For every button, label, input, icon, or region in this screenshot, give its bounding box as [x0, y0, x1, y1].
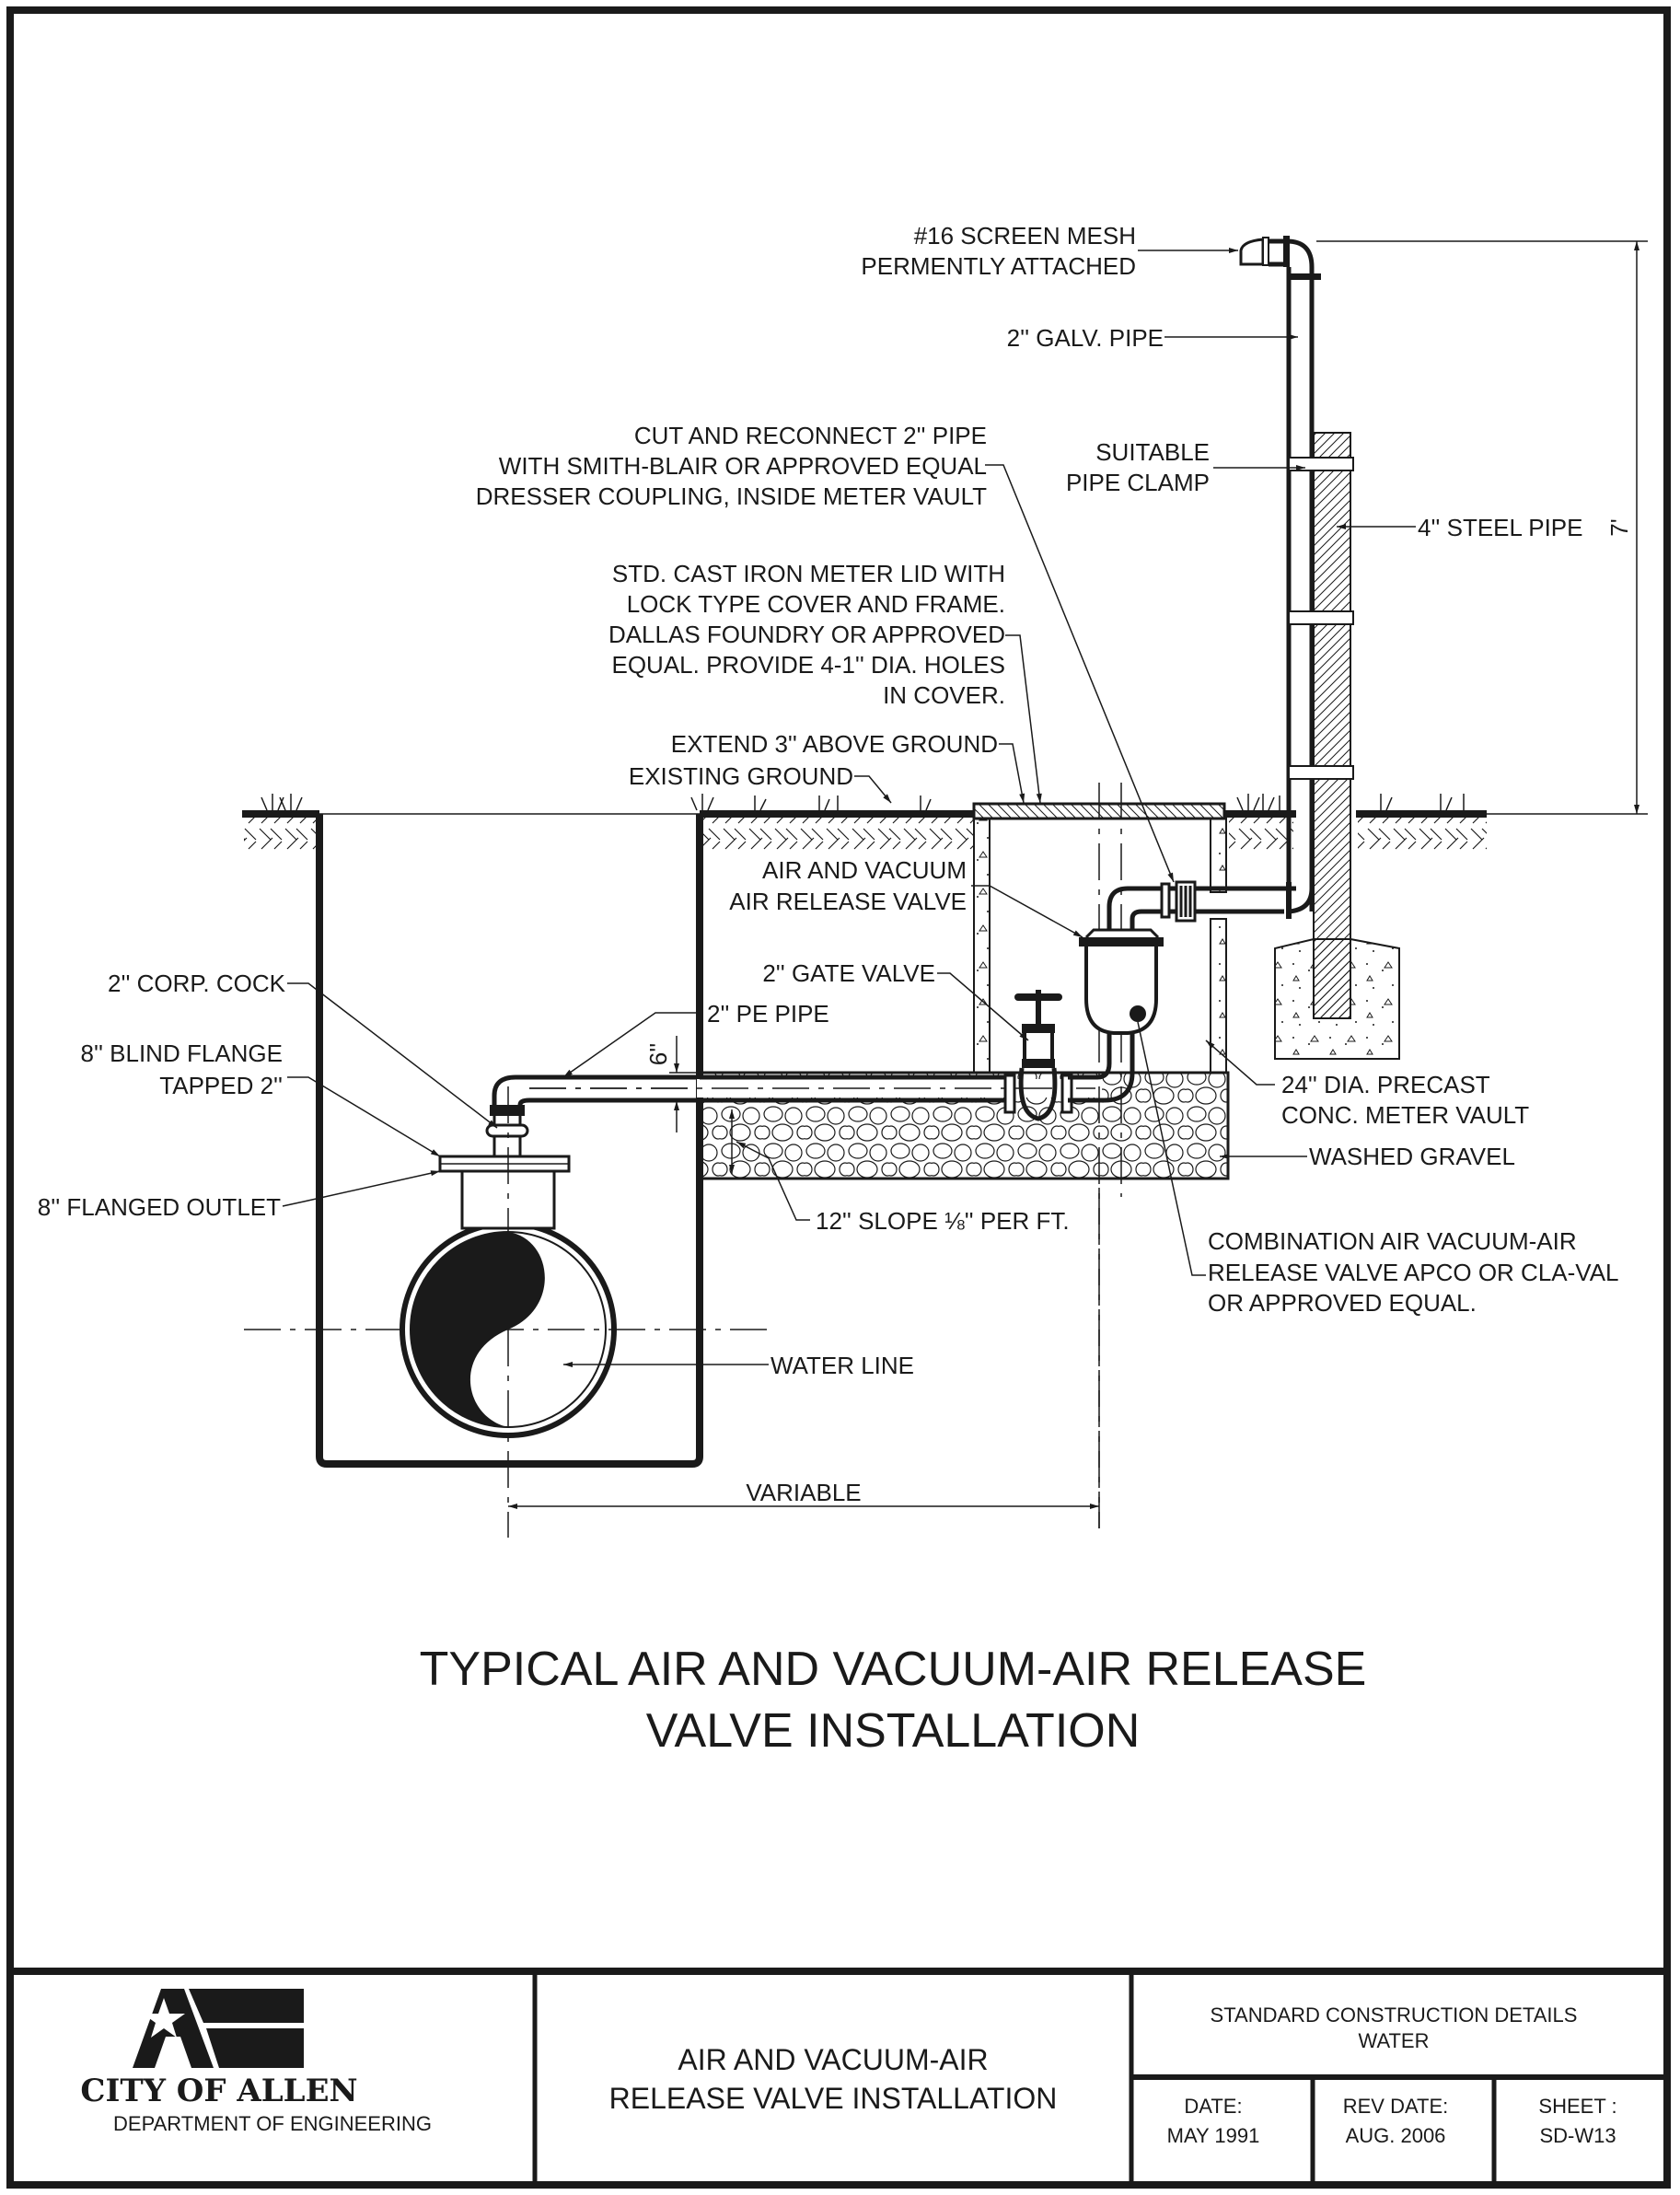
- variable-dimension: VARIABLE: [508, 1188, 1100, 1538]
- sheet-label: SHEET :: [1538, 2095, 1616, 2118]
- label-meter-lid-2: LOCK TYPE COVER AND FRAME.: [627, 590, 1005, 618]
- rev-date-value: AUG. 2006: [1346, 2124, 1446, 2147]
- date-value: MAY 1991: [1167, 2124, 1260, 2147]
- existing-ground: [242, 794, 1648, 851]
- height-dimension: 7': [1316, 240, 1648, 814]
- label-blind-flange-2: TAPPED 2'': [159, 1072, 283, 1099]
- label-water-line: WATER LINE: [770, 1352, 914, 1379]
- label-vault-1: 24'' DIA. PRECAST: [1281, 1071, 1490, 1098]
- label-pe-pipe: 2'' PE PIPE: [707, 1000, 829, 1028]
- label-screen-mesh-2: PERMENTLY ATTACHED: [861, 252, 1136, 280]
- sheet-title-2: RELEASE VALVE INSTALLATION: [609, 2082, 1058, 2115]
- excavation-pit: [316, 814, 703, 1468]
- label-flanged-outlet: 8'' FLANGED OUTLET: [38, 1193, 281, 1221]
- department-name: DEPARTMENT OF ENGINEERING: [113, 2112, 432, 2135]
- label-cut-reconnect-2: WITH SMITH-BLAIR OR APPROVED EQUAL: [499, 452, 987, 480]
- callouts: #16 SCREEN MESH PERMENTLY ATTACHED 2'' G…: [38, 222, 1619, 1379]
- label-vault-2: CONC. METER VAULT: [1281, 1101, 1529, 1129]
- label-screen-mesh-1: #16 SCREEN MESH: [914, 222, 1136, 250]
- label-corp-cock: 2'' CORP. COCK: [108, 970, 286, 997]
- label-air-vacuum-1: AIR AND VACUUM: [762, 856, 967, 884]
- label-washed-gravel: WASHED GRAVEL: [1309, 1143, 1515, 1170]
- air-release-valve: [1068, 880, 1296, 1103]
- city-logo: CITY OF ALLEN: [80, 1989, 358, 2109]
- label-pipe-clamp-2: PIPE CLAMP: [1066, 469, 1210, 496]
- height-dim-label: 7': [1605, 518, 1633, 536]
- vent-pipe: [1239, 236, 1400, 1060]
- label-galv-pipe: 2'' GALV. PIPE: [1007, 324, 1164, 352]
- sheet-border: [6, 6, 1671, 2189]
- gravel-bed: [529, 1071, 1230, 1180]
- label-slope: 12'' SLOPE ⅛'' PER FT.: [816, 1207, 1070, 1235]
- meter-vault: [972, 783, 1227, 1528]
- leaders: [282, 248, 1416, 1367]
- six-inch-dimension: 6'': [644, 1036, 735, 1174]
- drawing-title-line1: TYPICAL AIR AND VACUUM-AIR RELEASE: [420, 1643, 1367, 1696]
- label-cut-reconnect-1: CUT AND RECONNECT 2'' PIPE: [634, 422, 987, 449]
- label-steel-pipe: 4'' STEEL PIPE: [1418, 514, 1583, 541]
- label-existing-ground: EXISTING GROUND: [629, 762, 853, 790]
- label-extend: EXTEND 3'' ABOVE GROUND: [671, 730, 998, 758]
- label-meter-lid-4: EQUAL. PROVIDE 4-1'' DIA. HOLES: [611, 651, 1005, 679]
- label-blind-flange-1: 8'' BLIND FLANGE: [81, 1039, 283, 1067]
- label-cut-reconnect-3: DRESSER COUPLING, INSIDE METER VAULT: [476, 482, 987, 510]
- category-2: WATER: [1359, 2029, 1430, 2052]
- sheet-title-1: AIR AND VACUUM-AIR: [678, 2043, 988, 2076]
- label-gate-valve: 2'' GATE VALVE: [762, 959, 935, 987]
- label-meter-lid-1: STD. CAST IRON METER LID WITH: [612, 560, 1005, 587]
- date-label: DATE:: [1184, 2095, 1242, 2118]
- label-pipe-clamp-1: SUITABLE: [1095, 438, 1210, 466]
- rev-date-label: REV DATE:: [1343, 2095, 1449, 2118]
- category-1: STANDARD CONSTRUCTION DETAILS: [1211, 2003, 1578, 2027]
- sheet-number: SD-W13: [1539, 2124, 1616, 2147]
- variable-label: VARIABLE: [746, 1479, 861, 1506]
- drawing-title-line2: VALVE INSTALLATION: [646, 1704, 1141, 1758]
- label-air-vacuum-2: AIR RELEASE VALVE: [729, 888, 967, 915]
- gate-valve: [1003, 990, 1073, 1121]
- label-combination-2: RELEASE VALVE APCO OR CLA-VAL: [1208, 1259, 1619, 1286]
- six-inch-label: 6'': [644, 1043, 672, 1065]
- logo-name: CITY OF ALLEN: [80, 2073, 357, 2109]
- label-combination-3: OR APPROVED EQUAL.: [1208, 1289, 1477, 1317]
- title-block: CITY OF ALLEN DEPARTMENT OF ENGINEERING …: [10, 1968, 1667, 2185]
- label-meter-lid-5: IN COVER.: [883, 681, 1005, 709]
- label-meter-lid-3: DALLAS FOUNDRY OR APPROVED: [608, 621, 1005, 648]
- label-combination-1: COMBINATION AIR VACUUM-AIR: [1208, 1227, 1577, 1255]
